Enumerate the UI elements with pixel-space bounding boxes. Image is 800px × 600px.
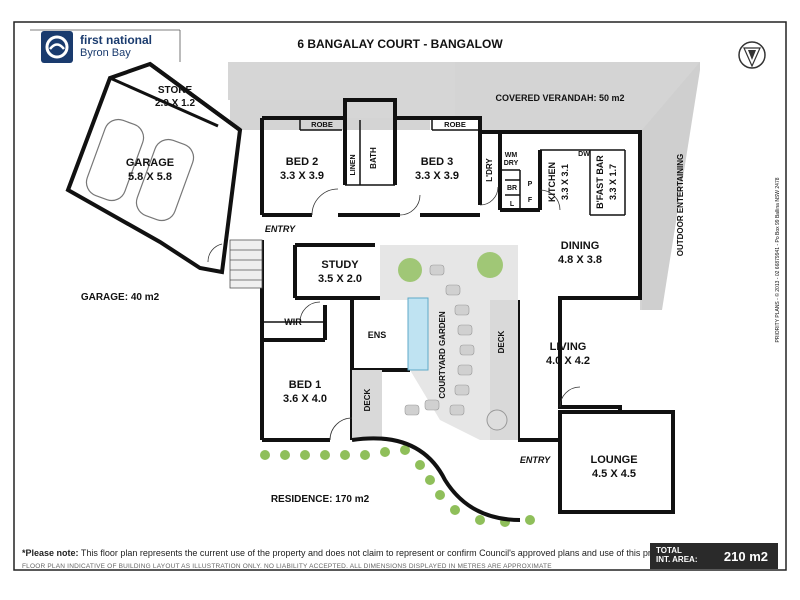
dw-label: DW <box>578 151 590 158</box>
total-label-line1: TOTAL <box>656 546 682 555</box>
brand-logo: first national Byron Bay <box>40 30 178 64</box>
study-size: 3.5 X 2.0 <box>318 273 362 285</box>
deck-label-left: DECK <box>363 388 372 411</box>
lounge-size: 4.5 X 4.5 <box>592 468 636 480</box>
total-area-value: 210 m2 <box>723 549 768 564</box>
entry-label-2: ENTRY <box>520 455 551 465</box>
note-label: *Please note: <box>22 548 79 558</box>
kitchen-label: KITCHEN <box>547 162 557 202</box>
bfast-size: 3.3 X 1.7 <box>608 164 618 200</box>
dining-size: 4.8 X 3.8 <box>558 254 602 266</box>
br-label: BR <box>507 185 517 192</box>
bfast-label: B'FAST BAR <box>595 155 605 209</box>
wm-label: WM <box>505 152 518 159</box>
l-label: L <box>510 201 515 208</box>
stepping-stones <box>404 264 475 416</box>
disclaimer-fine-print: FLOOR PLAN INDICATIVE OF BUILDING LAYOUT… <box>22 563 552 570</box>
store-size: 2.9 X 1.2 <box>155 98 195 109</box>
study-label: STUDY <box>321 259 359 271</box>
bed2-size: 3.3 X 3.9 <box>280 170 324 182</box>
deck-label-right: DECK <box>497 330 506 353</box>
ens-label: ENS <box>368 330 387 340</box>
entry-stairs <box>229 239 263 289</box>
outdoor-entertaining-label: OUTDOOR ENTERTAINING <box>676 154 685 257</box>
dining-label: DINING <box>561 240 600 252</box>
note-text: This floor plan represents the current u… <box>78 548 678 558</box>
residence-area-label: RESIDENCE: 170 m2 <box>271 494 370 505</box>
courtyard-garden <box>380 245 518 440</box>
page-frame <box>13 21 787 571</box>
bed3-size: 3.3 X 3.9 <box>415 170 459 182</box>
garage-label: GARAGE <box>126 157 174 169</box>
north-compass-icon <box>738 41 766 69</box>
kitchen-size: 3.3 X 3.1 <box>560 164 570 200</box>
robe-label-1: ROBE <box>311 120 333 129</box>
f-label: F <box>528 197 533 204</box>
dry-label: DRY <box>504 160 519 167</box>
living-size: 4.0 X 4.2 <box>546 355 590 367</box>
verandah-label: COVERED VERANDAH: 50 m2 <box>495 93 624 103</box>
total-label-line2: INT. AREA: <box>656 555 698 564</box>
car-icon <box>85 118 195 222</box>
bed3-label: BED 3 <box>421 156 453 168</box>
living-label: LIVING <box>550 341 587 353</box>
robe-label-2: ROBE <box>444 120 466 129</box>
bed1-label: BED 1 <box>289 379 321 391</box>
linen-label: LINEN <box>350 155 357 176</box>
courtyard-label: COURTYARD GARDEN <box>438 311 447 398</box>
lounge-label: LOUNGE <box>590 454 637 466</box>
covered-verandah <box>230 62 700 310</box>
garage-size: 5.8 X 5.8 <box>128 171 172 183</box>
first-national-logo-icon <box>41 31 73 63</box>
total-area-box: TOTAL INT. AREA: 210 m2 <box>650 543 778 569</box>
deck-left <box>352 370 382 440</box>
garden-plants <box>260 252 535 527</box>
store-label: STORE <box>158 85 193 96</box>
total-area-label: TOTAL INT. AREA: <box>656 546 697 564</box>
entry-label-1: ENTRY <box>265 224 296 234</box>
garage <box>65 61 243 275</box>
brand-line1: first national <box>80 33 153 47</box>
laundry-label: L'DRY <box>485 158 494 182</box>
bath-label: BATH <box>369 147 378 169</box>
p-label: P <box>528 181 533 188</box>
brand-line2: Byron Bay <box>80 47 131 59</box>
garage-area-label: GARAGE: 40 m2 <box>81 292 160 303</box>
plan-title: 6 BANGALAY COURT - BANGALOW <box>297 37 503 51</box>
disclaimer-note: *Please note: This floor plan represents… <box>22 548 678 558</box>
bed2-label: BED 2 <box>286 156 318 168</box>
plan-credit: PRIORITY PLANS - © 2013 - 02 66879941 - … <box>774 177 781 342</box>
wir-label: WIR <box>284 317 302 327</box>
bed1-size: 3.6 X 4.0 <box>283 393 327 405</box>
door-swings <box>207 186 581 441</box>
